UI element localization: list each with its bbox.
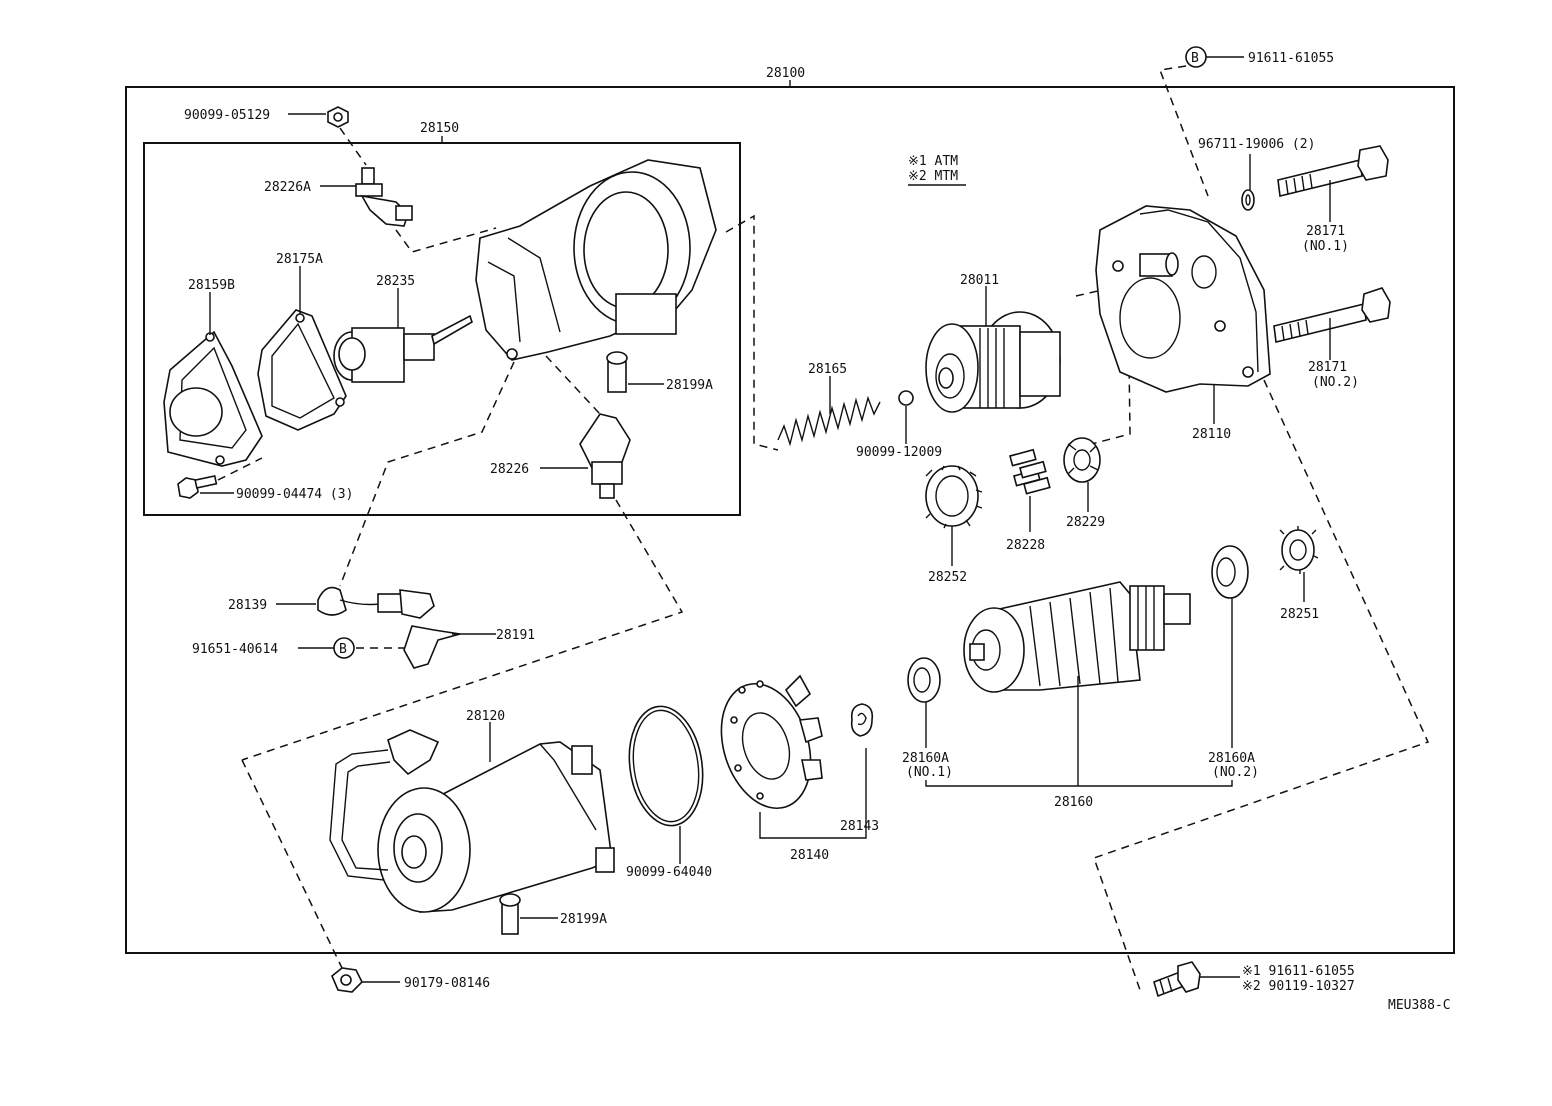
drive-housing-28110 — [1095, 205, 1271, 393]
label-28160a-no1-sub: (NO.1) — [906, 765, 953, 780]
label-28160a-no2: 28160A — [1208, 751, 1255, 766]
label-28199a-upper: 28199A — [666, 378, 713, 393]
diagram-code: MEU388-C — [1388, 998, 1451, 1013]
nut-90099-05129 — [327, 106, 349, 128]
terminal-28226 — [579, 413, 631, 499]
label-28191: 28191 — [496, 628, 535, 643]
idler-gear-28252 — [925, 465, 983, 529]
label-28171-no1-sub: (NO.1) — [1302, 239, 1349, 254]
label-28199a-lower: 28199A — [560, 912, 607, 927]
label-28226a: 28226A — [264, 180, 311, 195]
bearing-28160a-no2 — [1211, 545, 1249, 599]
starter-housing — [475, 159, 717, 361]
label-28160: 28160 — [1054, 795, 1093, 810]
legend: ※1 ATM ※2 MTM — [908, 154, 966, 186]
label-28011: 28011 — [960, 273, 999, 288]
label-90099-04474: 90099-04474 (3) — [236, 487, 353, 502]
label-28175a: 28175A — [276, 252, 323, 267]
solenoid-28120 — [329, 729, 615, 913]
label-28150: 28150 — [420, 121, 459, 136]
label-28140: 28140 — [790, 848, 829, 863]
rollers-28228 — [1009, 448, 1051, 495]
label-28100: 28100 — [766, 66, 805, 81]
label-90099-64040: 90099-64040 — [626, 865, 712, 880]
label-90099-12009: 90099-12009 — [856, 445, 942, 460]
spring-28165 — [777, 395, 881, 447]
bolt-90099-04474 — [177, 474, 218, 499]
label-28251: 28251 — [1280, 607, 1319, 622]
armature-28160 — [963, 581, 1191, 693]
legend-atm: ※1 ATM — [908, 154, 958, 169]
label-91611-61055-top: 91611-61055 — [1248, 51, 1334, 66]
through-bolt-28171-no2 — [1273, 287, 1391, 343]
label-28252: 28252 — [928, 570, 967, 585]
pinion-28251 — [1279, 526, 1319, 574]
label-90179-08146: 90179-08146 — [404, 976, 490, 991]
label-28159b: 28159B — [188, 278, 235, 293]
label-28143: 28143 — [840, 819, 879, 834]
clutch-28011 — [925, 311, 1061, 413]
o-ring-90099-64040 — [628, 705, 704, 827]
label-91651-40614: 91651-40614 — [192, 642, 278, 657]
gasket-28175a — [257, 309, 347, 431]
label-28171-no1: 28171 — [1306, 224, 1345, 239]
ball-90099-12009 — [898, 390, 914, 406]
label-28229: 28229 — [1066, 515, 1105, 530]
callout-b-upper: B — [1185, 46, 1207, 68]
washer-96711-19006 — [1241, 189, 1255, 211]
legend-mtm: ※2 MTM — [908, 169, 958, 184]
bracket-28191 — [403, 625, 461, 669]
bearing-28160a-no1 — [907, 657, 941, 703]
label-28160a-no1: 28160A — [902, 751, 949, 766]
label-28235: 28235 — [376, 274, 415, 289]
label-28171-no2-sub: (NO.2) — [1312, 375, 1359, 390]
assembly-frame — [125, 86, 1455, 954]
end-cover-28159b — [163, 330, 263, 467]
bolt-bottom-right — [1153, 961, 1201, 998]
lead-wire-28139 — [317, 586, 435, 619]
label-28226: 28226 — [490, 462, 529, 477]
label-28228: 28228 — [1006, 538, 1045, 553]
pin-28199a-lower — [499, 893, 521, 935]
svg-text:B: B — [1191, 51, 1199, 66]
nut-90179-08146 — [331, 967, 363, 993]
label-28165: 28165 — [808, 362, 847, 377]
svg-text:B: B — [339, 642, 347, 657]
pin-28199a-upper — [606, 351, 628, 393]
spring-28143 — [850, 703, 874, 737]
brush-holder-28140 — [720, 674, 823, 810]
label-bolt-mtm: ※2 90119-10327 — [1242, 979, 1355, 994]
callout-b-lower: B — [333, 637, 355, 659]
label-bolt-atm: ※1 91611-61055 — [1242, 964, 1355, 979]
label-28160a-no2-sub: (NO.2) — [1212, 765, 1259, 780]
label-28110: 28110 — [1192, 427, 1231, 442]
label-28139: 28139 — [228, 598, 267, 613]
label-96711-19006: 96711-19006 (2) — [1198, 137, 1315, 152]
through-bolt-28171-no1 — [1277, 145, 1389, 197]
label-90099-05129: 90099-05129 — [184, 108, 270, 123]
label-28120: 28120 — [466, 709, 505, 724]
plunger-28235 — [333, 314, 473, 383]
terminal-28226a — [355, 167, 413, 227]
label-28171-no2: 28171 — [1308, 360, 1347, 375]
retainer-28229 — [1063, 437, 1101, 483]
